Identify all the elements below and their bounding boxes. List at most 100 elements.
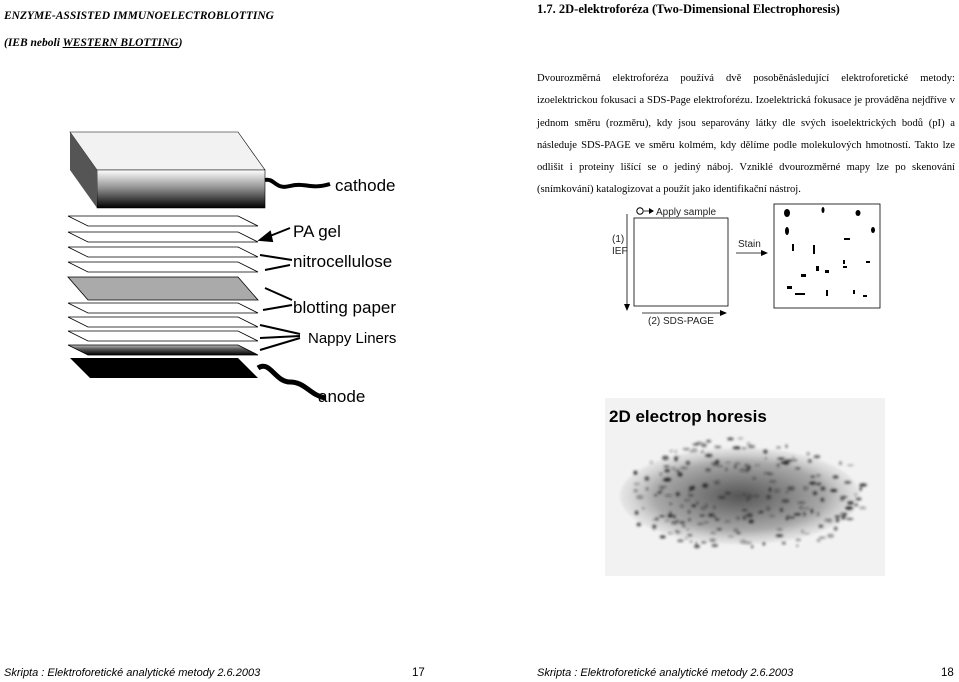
gel-spot — [742, 509, 748, 512]
gel-spot — [664, 494, 673, 497]
gel-spot — [779, 507, 784, 513]
gel-spot — [803, 532, 810, 535]
gel-spot — [697, 523, 704, 525]
gel-spot — [859, 486, 862, 491]
gel-spot — [830, 488, 838, 493]
gel-spot — [757, 511, 763, 514]
gel-photo-title: 2D electrop horesis — [609, 407, 767, 426]
gel-spot — [754, 464, 760, 467]
gel-spot — [636, 522, 642, 527]
gel-spot — [780, 461, 789, 465]
gel-spot — [724, 520, 731, 523]
gel-spot — [675, 492, 680, 497]
gel-spot — [657, 491, 662, 494]
gel-spot — [702, 483, 709, 488]
gel-spot — [859, 483, 867, 487]
right-page-number: 18 — [941, 667, 954, 679]
gel-spot — [793, 513, 802, 516]
gel-spot — [674, 449, 677, 454]
left-footer: Skripta : Elektroforetické analytické me… — [4, 667, 261, 679]
gel-spot — [840, 495, 848, 499]
gel-spot — [795, 467, 801, 470]
gel-spot — [673, 514, 676, 519]
gel-spot — [700, 506, 707, 511]
gel-spot — [804, 507, 810, 510]
left-page-header-line1: ENZYME-ASSISTED IMMUNOELECTROBLOTTING — [4, 10, 274, 22]
gel-spot — [777, 457, 785, 460]
gel-spot — [659, 515, 665, 518]
gel-spot — [801, 529, 804, 534]
gel-spot — [633, 470, 638, 475]
gel-spot — [762, 542, 766, 546]
gel-spot — [752, 477, 756, 480]
cathode-wire — [264, 177, 331, 189]
gel-square-empty — [633, 217, 729, 307]
gel-spot — [781, 499, 790, 503]
gel-spot — [748, 519, 754, 524]
gel-spot — [742, 515, 747, 521]
gel-spot — [827, 533, 834, 538]
gel-spot — [854, 493, 857, 496]
gel-spot — [684, 499, 690, 502]
gel-spot — [671, 467, 676, 470]
gel-spot — [764, 457, 768, 460]
gel-spot — [799, 505, 804, 510]
gel-spot — [765, 506, 771, 511]
gel-spot — [696, 501, 699, 505]
gel-spot — [746, 498, 750, 501]
gel-spot — [694, 544, 700, 549]
gel-spot — [741, 447, 747, 449]
gel-spot — [833, 526, 838, 531]
gel-spot — [781, 541, 786, 545]
gel-spot — [705, 468, 711, 472]
gel-spot — [687, 510, 691, 514]
gel-spot — [673, 455, 680, 458]
gel-spot — [662, 479, 670, 482]
gel-spot — [714, 480, 720, 485]
gel-spot — [744, 541, 752, 545]
gel-spot — [746, 494, 752, 499]
gel-spot — [636, 495, 644, 500]
label-blotting-paper: blotting paper — [293, 298, 396, 317]
gel-spot — [734, 464, 737, 469]
gel-spot — [712, 464, 716, 467]
gel-spot — [810, 475, 815, 478]
gel-spot — [682, 447, 690, 451]
gel-spot — [659, 535, 666, 539]
gel-spot — [689, 540, 693, 543]
gel-spot — [791, 456, 795, 459]
gel-spot — [739, 468, 747, 473]
gel-spot — [835, 518, 840, 523]
gel-spot — [713, 505, 716, 509]
gel-spot — [820, 486, 826, 491]
gel-spot — [813, 455, 821, 459]
gel-spot — [844, 480, 852, 484]
gel-spot — [747, 444, 756, 449]
gel-spot — [634, 510, 639, 515]
gel-spot — [806, 452, 810, 456]
gel-spot — [746, 513, 753, 518]
gel-spot — [645, 487, 649, 491]
gel-spot — [671, 520, 678, 525]
label-ief: IEF — [612, 246, 628, 257]
gel-spot — [809, 481, 816, 485]
gel-spot — [832, 475, 839, 479]
left-page-number: 17 — [412, 667, 425, 679]
header-underlined: WESTERN BLOTTING — [62, 37, 179, 49]
gel-spot — [686, 528, 690, 531]
sample-well-icon — [636, 207, 644, 215]
gel-spot — [716, 528, 722, 531]
gel-spot — [689, 486, 695, 491]
gel-spot — [685, 460, 691, 466]
gel-spot — [807, 459, 812, 463]
gel-spot — [724, 492, 731, 495]
gel-spot — [652, 518, 660, 521]
header-prefix: (IEB neboli — [4, 37, 63, 49]
label-ief-step: (1) — [612, 234, 624, 245]
label-cathode: cathode — [335, 176, 396, 195]
gel-spot — [685, 536, 688, 540]
left-page-header-line2: (IEB neboli WESTERN BLOTTING) — [4, 37, 182, 49]
gel-spot — [642, 507, 645, 510]
gel-spot — [718, 495, 726, 499]
gel-spot — [679, 520, 686, 525]
